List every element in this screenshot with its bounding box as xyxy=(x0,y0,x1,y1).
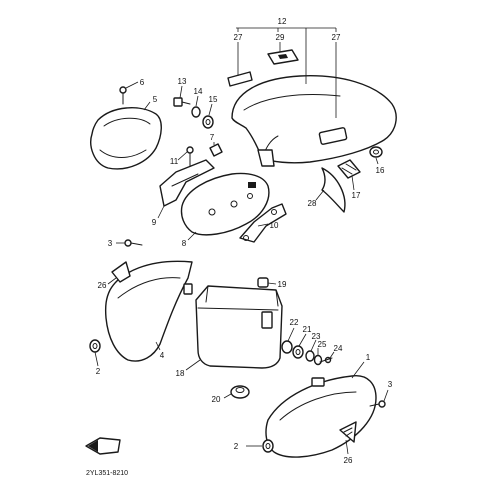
callout-27-right: 27 xyxy=(332,33,341,42)
callout-3-left: 3 xyxy=(108,239,113,248)
clip-7-part xyxy=(209,143,223,157)
front-arrow-icon xyxy=(85,437,121,455)
grommet-16-part xyxy=(369,146,383,158)
washer-14-part xyxy=(191,106,201,118)
callout-26-right: 26 xyxy=(344,456,353,465)
screw-11-part xyxy=(186,146,194,167)
washer-21-part xyxy=(292,345,304,359)
washer-22-part xyxy=(281,340,293,354)
bolt-13-part xyxy=(173,97,191,107)
grommet-20-part xyxy=(230,385,250,399)
callout-5: 5 xyxy=(153,95,158,104)
collar-23-part xyxy=(305,350,315,362)
screw-6-part xyxy=(119,86,127,105)
tank-emblem-icon xyxy=(318,127,348,145)
damper-17-part xyxy=(337,159,361,179)
callout-28: 28 xyxy=(308,199,317,208)
bracket-9-part xyxy=(159,159,215,207)
leader-lines xyxy=(94,27,389,455)
callout-10: 10 xyxy=(270,221,279,230)
callout-26-left: 26 xyxy=(98,281,107,290)
emblem-29-part xyxy=(267,49,299,65)
callout-2-right: 2 xyxy=(234,442,239,451)
callout-20: 20 xyxy=(212,395,221,404)
callout-labels: 12 27 29 27 6 5 13 14 15 7 11 9 8 10 16 … xyxy=(96,17,393,465)
nut-25-part xyxy=(313,354,323,366)
callout-15: 15 xyxy=(209,95,218,104)
callout-11: 11 xyxy=(170,157,179,166)
callout-7: 7 xyxy=(210,133,215,142)
callout-25: 25 xyxy=(318,340,327,349)
callout-4: 4 xyxy=(160,351,165,360)
emblem-26-right-part xyxy=(339,421,357,443)
tank-mount-bracket xyxy=(257,149,275,167)
screw-24-part xyxy=(319,356,333,364)
callout-13: 13 xyxy=(178,77,187,86)
callout-16: 16 xyxy=(376,166,385,175)
callout-6: 6 xyxy=(140,78,145,87)
callout-22: 22 xyxy=(290,318,299,327)
callout-2-left: 2 xyxy=(96,367,101,376)
bracket-10-part xyxy=(239,203,287,243)
callout-8: 8 xyxy=(182,239,187,248)
callout-19: 19 xyxy=(278,280,287,289)
callout-21: 21 xyxy=(303,325,312,334)
bolt-3-right-part xyxy=(369,400,386,408)
callout-24: 24 xyxy=(334,344,343,353)
callout-17: 17 xyxy=(352,191,361,200)
cover-5-part xyxy=(90,107,162,170)
callout-3-right: 3 xyxy=(388,380,393,389)
cap-19-part xyxy=(257,277,269,288)
battery-box-18-part xyxy=(195,285,283,369)
callout-29: 29 xyxy=(276,33,285,42)
emblem-26-left xyxy=(111,261,131,283)
side-cover-8-part xyxy=(180,172,270,236)
callout-14: 14 xyxy=(194,87,203,96)
callout-27-left: 27 xyxy=(234,33,243,42)
side-cover-1-part xyxy=(265,375,377,458)
callout-18: 18 xyxy=(176,369,185,378)
callout-12: 12 xyxy=(278,17,287,26)
callout-23: 23 xyxy=(312,332,321,341)
damper-2-left-part xyxy=(89,339,101,353)
stripe-label-27-part xyxy=(227,71,253,87)
callout-9: 9 xyxy=(152,218,157,227)
tank-cover-part xyxy=(231,75,397,167)
bolt-3-left-part xyxy=(124,239,143,247)
side-cover-4-part xyxy=(104,260,193,362)
bracket-28-part xyxy=(321,167,346,213)
drawing-code: 2YL351-8210 xyxy=(86,470,128,477)
nut-15-part xyxy=(202,115,214,129)
damper-2-right-part xyxy=(262,439,274,453)
callout-1: 1 xyxy=(366,353,371,362)
